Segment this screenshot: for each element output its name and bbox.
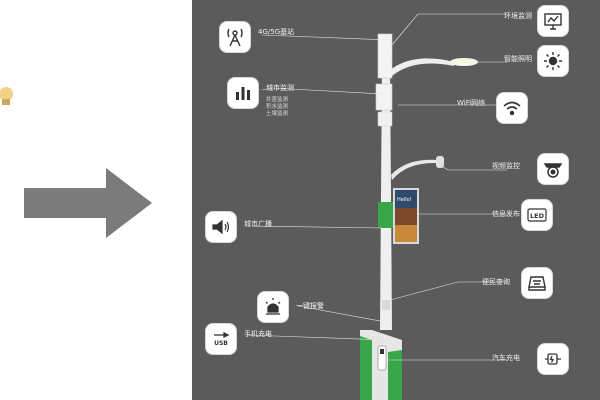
charger-icon <box>538 344 568 374</box>
label-query: 便民查询 <box>482 278 510 286</box>
subitem-soil: 土壤监测 <box>266 111 289 117</box>
monitor-icon <box>538 6 568 36</box>
antenna-icon <box>220 22 250 52</box>
siren-icon <box>258 292 288 322</box>
speaker-icon <box>206 212 236 242</box>
wifi-icon <box>497 93 527 123</box>
usb-icon-text: USB <box>214 340 228 347</box>
kiosk-icon <box>522 268 552 298</box>
right-arrow-icon <box>24 168 152 238</box>
sun-icon <box>538 46 568 76</box>
camera-icon <box>538 154 568 184</box>
label-env: 环境监测 <box>504 12 532 20</box>
label-video: 视频监控 <box>492 162 520 170</box>
screen-text: Hello! <box>397 197 412 203</box>
label-alarm: 一键报警 <box>296 302 324 310</box>
label-lighting: 智能照明 <box>504 55 532 63</box>
label-wifi: WiFi网络 <box>457 99 486 107</box>
smart-pole-diagram: Hello! 4G/5G基站 环境监测 城市监测 井盖监测 <box>192 0 600 400</box>
led-icon: LED <box>522 200 552 230</box>
subitem-manhole: 井盖监测 <box>266 97 289 103</box>
label-car-charge: 汽车充电 <box>492 354 520 362</box>
smart-pole-illustration: Hello! <box>246 13 507 400</box>
usb-icon: USB <box>206 324 236 354</box>
city-monitor-subitems: 井盖监测 积水监测 土壤监测 <box>266 97 288 118</box>
label-city-monitor: 城市监测 <box>266 84 294 92</box>
subitem-water: 积水监测 <box>266 104 289 110</box>
led-icon-text: LED <box>530 212 545 220</box>
label-phone-charge: 手机充电 <box>244 330 272 338</box>
label-info: 信息发布 <box>492 210 520 218</box>
bar-chart-icon <box>228 78 258 108</box>
label-broadcast: 城市广播 <box>244 220 272 228</box>
light-bulb-icon <box>0 87 13 105</box>
label-base-station: 4G/5G基站 <box>258 28 295 36</box>
